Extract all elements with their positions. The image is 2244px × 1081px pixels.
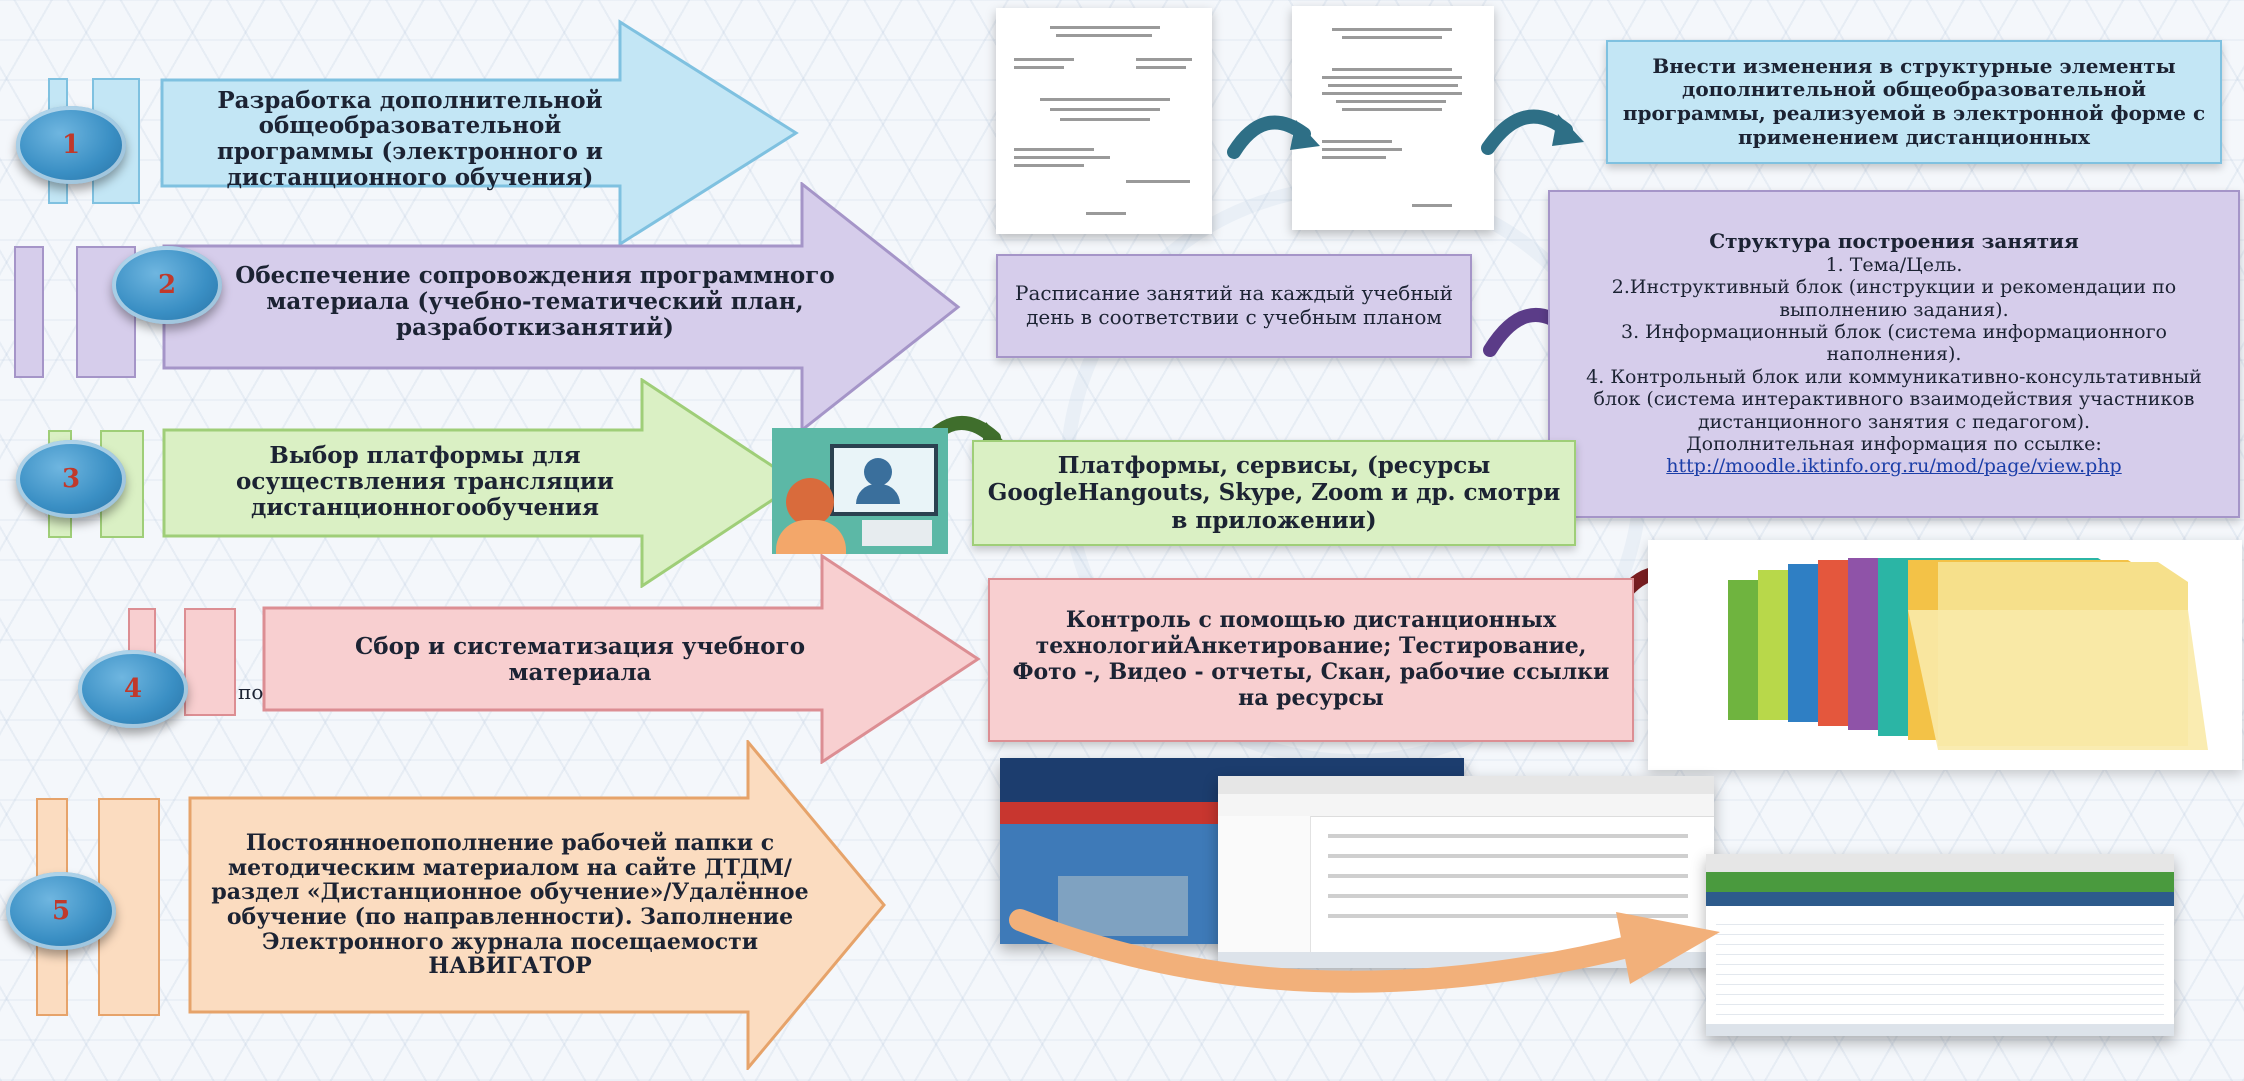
- step2-bar: [14, 246, 44, 378]
- step1-text: Разработка дополнительной общеобразовате…: [217, 86, 603, 191]
- step5-arrow: [188, 740, 888, 1070]
- step2-text: Обеспечение сопровождения программного м…: [235, 262, 835, 341]
- moodle-link[interactable]: http://moodle.iktinfo.org.ru/mod/page/vi…: [1666, 455, 2122, 478]
- control-box: Контроль с помощью дистанционных техноло…: [988, 578, 1634, 742]
- lesson-structure-line: 2.Инструктивный блок (инструкции и реком…: [1611, 276, 2177, 321]
- changes-box: Внести изменения в структурные элементы …: [1606, 40, 2222, 164]
- lesson-structure-line: 4. Контрольный блок или коммуникативно-к…: [1586, 365, 2202, 433]
- cloud-folder-screenshot: [1218, 776, 1714, 968]
- step5-text: Постоянноепополнение рабочей папки с мет…: [211, 830, 809, 980]
- step1-number: 1: [16, 106, 126, 184]
- step4-arrow: [262, 554, 982, 764]
- curved-arrow-icon: [1009, 909, 1720, 993]
- step2-arrow: [162, 182, 962, 432]
- curved-arrow-icon: [1481, 109, 1584, 155]
- step3-arrow: [162, 378, 802, 588]
- step5-number: 5: [6, 872, 116, 950]
- step1-arrow: [160, 18, 800, 248]
- lesson-structure-box: Структура построения занятия 1. Тема/Цел…: [1548, 190, 2240, 518]
- lesson-structure-title: Структура построения занятия: [1709, 229, 2079, 254]
- schedule-box: Расписание занятий на каждый учебный ден…: [996, 254, 1472, 358]
- step2-number: 2: [112, 246, 222, 324]
- step3-number: 3: [16, 440, 126, 518]
- folders-image: [1648, 540, 2242, 770]
- attendance-journal-screenshot: [1706, 854, 2174, 1036]
- lesson-structure-line: 1. Тема/Цель.: [1825, 253, 1963, 276]
- video-conference-illustration: [772, 428, 948, 554]
- step4-number: 4: [78, 650, 188, 728]
- step4-fragment: по: [238, 680, 264, 704]
- lesson-structure-line: Дополнительная информация по ссылке:: [1686, 433, 2102, 456]
- revised-document-page: [1292, 6, 1494, 230]
- curved-arrow-icon: [1227, 115, 1320, 159]
- step3-text: Выбор платформы для осуществления трансл…: [236, 442, 614, 521]
- program-document-page: [996, 8, 1212, 234]
- platforms-box: Платформы, сервисы, (ресурсы GoogleHango…: [972, 440, 1576, 546]
- lesson-structure-line: 3. Информационный блок (система информац…: [1621, 320, 2167, 366]
- step4-bar: [184, 608, 236, 716]
- step4-text: Сбор и систематизация учебного материала: [354, 633, 806, 686]
